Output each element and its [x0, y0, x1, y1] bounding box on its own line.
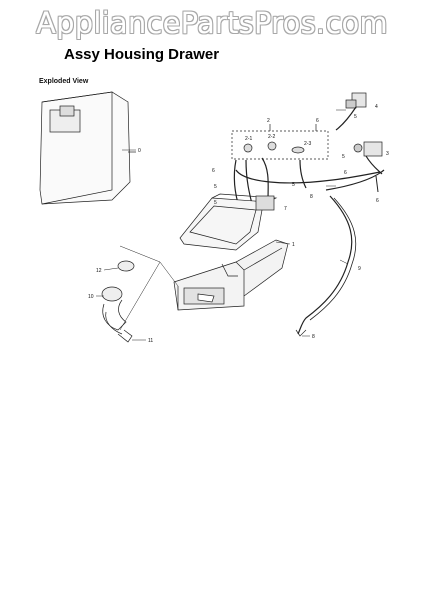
callout-2-3: 2-3	[304, 141, 311, 147]
callout-1: 1	[292, 242, 295, 248]
callout-0: 0	[138, 148, 141, 154]
watermark-logo: AppliancePartsPros.com	[36, 6, 388, 40]
callout-6a: 6	[316, 118, 319, 124]
callout-2-2: 2-2	[268, 134, 275, 140]
callout-6c: 6	[344, 170, 347, 176]
callout-6b: 6	[212, 168, 215, 174]
callout-12: 12	[96, 268, 102, 274]
callout-10: 10	[88, 294, 94, 300]
callout-5e: 5	[292, 182, 295, 188]
bellows-10	[101, 286, 127, 335]
callout-6d: 6	[376, 198, 379, 204]
callout-2-1: 2-1	[245, 136, 252, 142]
callout-5a: 5	[354, 114, 357, 120]
callout-9: 9	[358, 266, 361, 272]
drawer-top-panel	[179, 193, 278, 251]
callout-4: 4	[375, 104, 378, 110]
detail-box	[231, 130, 329, 160]
callout-2: 2	[267, 118, 270, 124]
water-valve-3	[353, 141, 383, 175]
callout-8b: 8	[312, 334, 315, 340]
washer-inset	[39, 91, 136, 205]
exploded-view-label: Exploded View	[39, 78, 89, 85]
callout-5d: 5	[214, 200, 217, 206]
callout-3: 3	[386, 151, 389, 157]
drawer-housing-1	[173, 239, 289, 311]
callout-7: 7	[284, 206, 287, 212]
page-title: Assy Housing Drawer	[64, 46, 220, 63]
water-valve-4	[335, 92, 367, 131]
callout-11: 11	[148, 338, 153, 344]
callout-5b: 5	[342, 154, 345, 160]
callout-5c: 5	[214, 184, 217, 190]
callout-8a: 8	[310, 194, 313, 200]
